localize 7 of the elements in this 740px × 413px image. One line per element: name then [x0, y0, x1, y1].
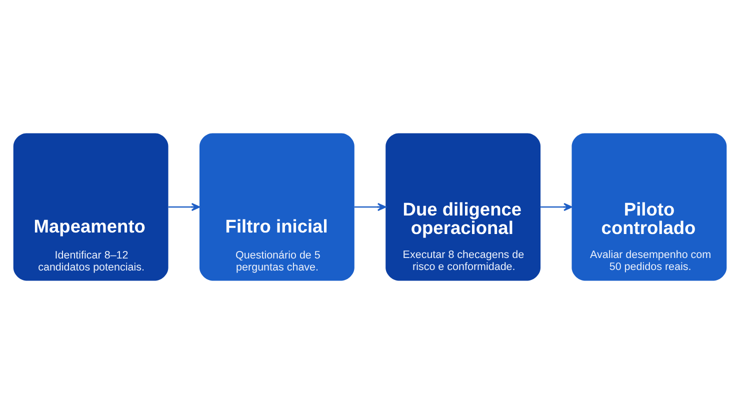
node-box: Piloto controlado Avaliar desempenho com 50 pedidos reais. — [572, 132, 727, 280]
arrow — [354, 202, 386, 211]
node-box: Filtro inicial Questionário de 5 perguntas chave. — [199, 132, 354, 280]
arrow — [540, 202, 572, 211]
node-box: Due diligence operacional Executar 8 checagens de risco e conformidade. — [386, 132, 541, 280]
arrow — [168, 202, 200, 211]
node-box: Mapeamento Identificar 8–12 candidatos potenciais. — [13, 132, 168, 280]
